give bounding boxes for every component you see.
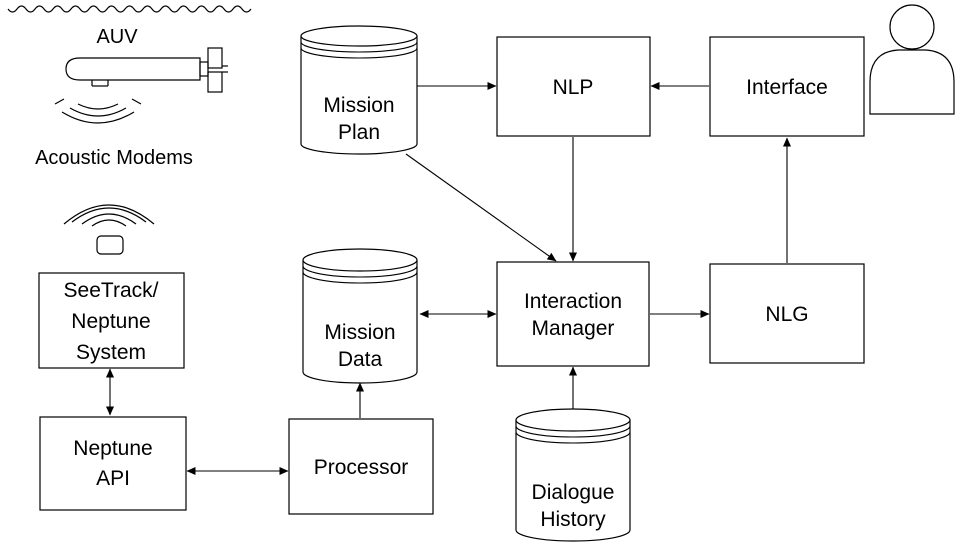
neptune-api-label-line1: Neptune: [73, 437, 152, 460]
modem-icon: [96, 235, 124, 255]
mission-plan-label-line1: Mission: [323, 94, 394, 117]
neptune-api-box: Neptune API: [39, 416, 187, 511]
nlp-box: NLP: [496, 36, 651, 137]
interaction-manager-label-line2: Manager: [532, 317, 615, 340]
auv-icon: [65, 47, 228, 93]
seetrack-label-line1: SeeTrack/: [64, 279, 159, 302]
nlg-label: NLG: [765, 303, 808, 326]
mission-plan-label-line2: Plan: [338, 121, 380, 144]
seetrack-label-line2: Neptune: [71, 310, 150, 333]
wave-icon: [7, 5, 252, 13]
processor-label: Processor: [314, 456, 409, 479]
nlp-label: NLP: [553, 76, 594, 99]
acoustic-modems-label: Acoustic Modems: [35, 147, 193, 169]
acoustic-signal-icon: [54, 98, 142, 124]
interaction-manager-label-line1: Interaction: [524, 290, 622, 313]
mission-data-database: Mission Data: [302, 248, 418, 384]
dialogue-history-database: Dialogue History: [515, 408, 631, 542]
seetrack-neptune-system-box: SeeTrack/ Neptune System: [38, 272, 185, 369]
acoustic-signal-icon: [63, 204, 155, 227]
neptune-api-label-line2: API: [96, 467, 130, 490]
edge-mission-plan-to-interaction-manager: [405, 153, 557, 262]
nlg-box: NLG: [709, 263, 865, 364]
interaction-manager-box: Interaction Manager: [496, 261, 650, 367]
mission-data-label-line2: Data: [338, 348, 383, 371]
mission-plan-database: Mission Plan: [300, 25, 418, 155]
seetrack-label-line3: System: [76, 341, 146, 364]
mission-data-label-line1: Mission: [324, 321, 395, 344]
interface-label: Interface: [746, 76, 828, 99]
processor-box: Processor: [288, 418, 434, 515]
dialogue-history-label-line2: History: [540, 508, 606, 531]
auv-label: AUV: [96, 26, 138, 48]
user-icon: [869, 4, 955, 115]
interface-box: Interface: [709, 36, 865, 137]
dialogue-history-label-line1: Dialogue: [532, 481, 615, 504]
